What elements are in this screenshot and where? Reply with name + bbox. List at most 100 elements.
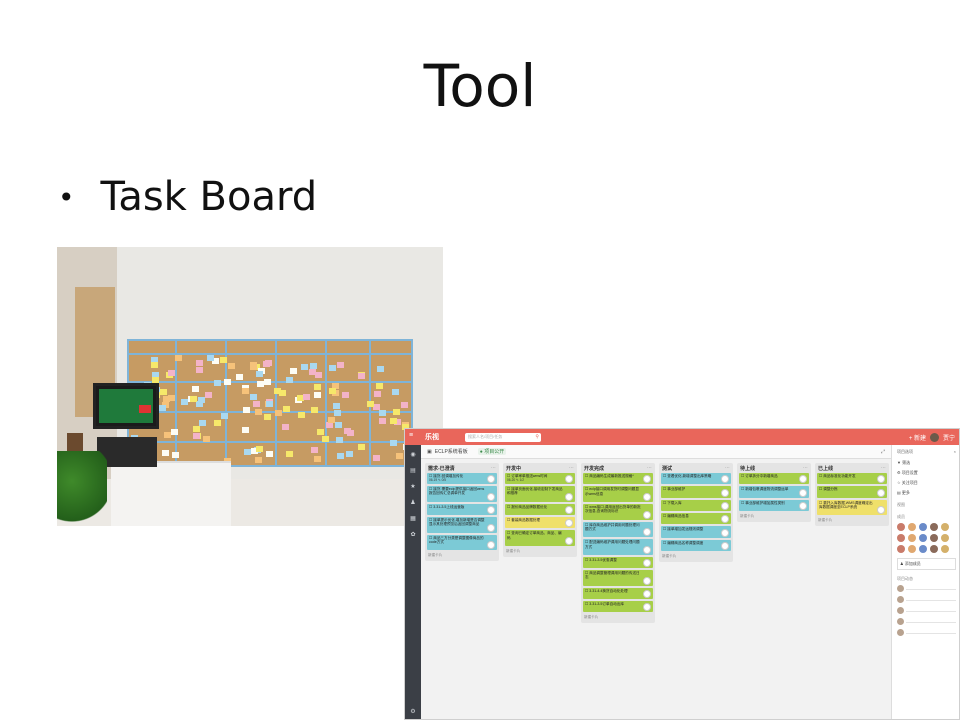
task-card[interactable]: ☐ 库存商品维护并调用问题处理问题方式 (583, 521, 653, 538)
member-avatar[interactable] (897, 534, 905, 542)
assignee-avatar[interactable] (487, 541, 495, 550)
task-card[interactable]: ☐ 3.31-3.5优惠调整 (583, 556, 653, 569)
member-avatar[interactable] (941, 523, 949, 531)
add-card-button[interactable]: 新建卡片 (662, 553, 677, 558)
close-icon[interactable]: × (953, 449, 956, 454)
lane-title[interactable]: 待上线⋯ (739, 465, 809, 473)
team-icon[interactable]: ✿ (410, 532, 416, 538)
assignee-avatar[interactable] (565, 519, 573, 528)
assignee-avatar[interactable] (643, 576, 651, 585)
board-name[interactable]: ECLP系统看板 (434, 449, 468, 455)
member-avatar[interactable] (919, 534, 927, 542)
member-avatar[interactable] (908, 545, 916, 553)
assignee-avatar[interactable] (565, 475, 573, 484)
member-avatar[interactable] (941, 534, 949, 542)
assignee-avatar[interactable] (643, 545, 651, 554)
lane-menu-icon[interactable]: ⋯ (725, 465, 730, 471)
assignee-avatar[interactable] (565, 492, 573, 501)
lane-menu-icon[interactable]: ⋯ (803, 465, 808, 471)
task-card[interactable]: ☐ 接单页面优化,接收定制下发商品和推荐 (505, 486, 575, 502)
assignee-avatar[interactable] (487, 475, 495, 484)
task-card[interactable]: ☐ eclp接口调用发货时调整问题显示wms信息 (583, 486, 653, 502)
assignee-avatar[interactable] (721, 501, 729, 510)
member-avatar[interactable] (897, 523, 905, 531)
assignee-avatar[interactable] (487, 523, 495, 532)
right-panel-item[interactable]: ☆ 关注项目 (897, 480, 956, 486)
menu-icon[interactable]: ≡ (409, 432, 414, 439)
assignee-avatar[interactable] (643, 475, 651, 484)
add-card-button[interactable]: 新建卡片 (584, 615, 599, 620)
task-card[interactable]: ☐ 商品编码生成最新推送规格* (583, 473, 653, 485)
task-card[interactable]: ☐ 接单增加发运规则调整 (661, 526, 731, 538)
assignee-avatar[interactable] (877, 475, 885, 484)
task-card[interactable]: ☐ 3.31-3.5上线运营版 (427, 503, 497, 516)
task-card[interactable]: ☐ 3.31-4.4换货自动化处理 (583, 587, 653, 600)
star-icon[interactable]: ★ (410, 484, 416, 490)
member-avatar[interactable] (919, 523, 927, 531)
lane-title[interactable]: 已上线⋯ (817, 465, 887, 473)
expand-icon[interactable]: ⤢ (880, 448, 885, 455)
task-card[interactable]: ☐ 调整分拣 (817, 486, 887, 498)
assignee-avatar[interactable] (643, 590, 651, 599)
assignee-avatar[interactable] (721, 528, 729, 537)
assignee-avatar[interactable] (721, 515, 729, 524)
task-card[interactable]: ☐ 查看优化,新增调整出库策略 (661, 473, 731, 485)
task-card[interactable]: ☐ wms接口,调用返回出货单的新批次信息,查询物流标识 (583, 503, 653, 520)
add-member-button[interactable]: ♟ 添加成员 (897, 558, 956, 570)
assignee-avatar[interactable] (487, 506, 495, 515)
add-card-button[interactable]: 新建卡片 (740, 513, 755, 518)
assignee-avatar[interactable] (565, 506, 573, 515)
lane-title[interactable]: 开发完成⋯ (583, 465, 653, 473)
add-card-button[interactable]: 新建卡片 (506, 549, 521, 554)
task-card[interactable]: ☐ 下载入库 (661, 499, 731, 511)
task-card[interactable]: ☐ 订单拆分中新增商品 (739, 473, 809, 485)
task-card[interactable]: ☐ 新增包裹调度物流调整运单 (739, 486, 809, 498)
task-card[interactable]: ☐ 接单提示优化,增加新增是否调整显示其处理预览后返回调整商品 (427, 517, 497, 533)
assignee-avatar[interactable] (643, 559, 651, 568)
add-card-button[interactable]: 新建卡片 (818, 518, 833, 523)
task-card[interactable]: ☐ 查询已确定订单商品、商品、编码 (505, 530, 575, 547)
member-avatar[interactable] (930, 523, 938, 531)
add-card-button[interactable]: 新建卡片 (428, 553, 443, 558)
assignee-avatar[interactable] (643, 528, 651, 537)
task-card[interactable]: ☐ 事业部维护 (661, 486, 731, 498)
right-panel-item[interactable]: ▼ 筛选 (897, 460, 956, 466)
settings-icon[interactable]: ⚙ (410, 709, 416, 715)
lane-title[interactable]: 测试⋯ (661, 465, 731, 473)
task-card[interactable]: ☐ 3.31-3.5订单自动出库 (583, 601, 653, 613)
home-icon[interactable]: ◉ (410, 452, 416, 458)
app-search-input[interactable]: 搜索人名/项目/任务 ⚲ (465, 432, 541, 442)
board-visibility-tag[interactable]: ● 项目公开 (477, 448, 507, 455)
assignee-avatar[interactable] (721, 475, 729, 484)
assignee-avatar[interactable] (799, 501, 807, 510)
user-name[interactable]: 贾宁 (942, 435, 955, 442)
create-button[interactable]: + 新建 (908, 435, 926, 442)
assignee-avatar[interactable] (565, 537, 573, 546)
task-card[interactable]: ☐ 配送编码维护调用问题处理问题方式 (583, 539, 653, 555)
assignee-avatar[interactable] (799, 488, 807, 497)
task-card[interactable]: ☐ 商品调整管理调用问题的传送日志 (583, 570, 653, 586)
lane-title[interactable]: 开发中⋯ (505, 465, 575, 473)
member-avatar[interactable] (941, 545, 949, 553)
member-avatar[interactable] (930, 545, 938, 553)
assignee-avatar[interactable] (877, 488, 885, 497)
assignee-avatar[interactable] (721, 488, 729, 497)
member-avatar[interactable] (919, 545, 927, 553)
lane-menu-icon[interactable]: ⋯ (491, 465, 496, 471)
calendar-icon[interactable]: ▦ (410, 516, 416, 522)
assignee-avatar[interactable] (643, 603, 651, 612)
lane-menu-icon[interactable]: ⋯ (647, 465, 652, 471)
task-card[interactable]: ☐ 事业部维护增加属性类别 (739, 499, 809, 511)
task-card[interactable]: ☐ 报价商品品牌数据优化 (505, 503, 575, 516)
assignee-avatar[interactable] (799, 475, 807, 484)
task-card[interactable]: ☐ 编辑商品名称调整调度 (661, 539, 731, 551)
lane-menu-icon[interactable]: ⋯ (569, 465, 574, 471)
user-avatar[interactable] (929, 432, 939, 442)
task-card[interactable]: ☐ 接货-需要eclp提供接口返回wms报告回传汇总调单开发 (427, 486, 497, 502)
user-icon[interactable]: ♟ (410, 500, 416, 506)
right-panel-item[interactable]: ⚙ 项目设置 (897, 470, 956, 476)
member-avatar[interactable] (908, 523, 916, 531)
right-panel-item[interactable]: ▤ 更多 (897, 490, 956, 496)
lane-title[interactable]: 需求-已澄清⋯ (427, 465, 497, 473)
